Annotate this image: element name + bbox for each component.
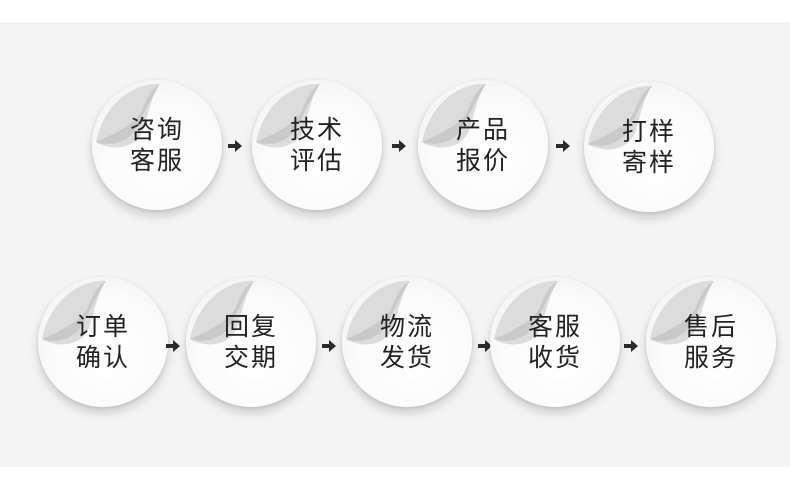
step-line-1: 售后	[683, 312, 738, 341]
step-label: 打样 寄样	[599, 112, 699, 182]
arrow-right-icon	[556, 140, 570, 152]
process-flow-panel: 咨询 客服 技术 评估 产品 报价	[0, 22, 790, 467]
step-line-1: 回复	[223, 312, 278, 341]
step-line-1: 咨询	[129, 115, 184, 144]
step-after-sales: 售后 服务	[646, 277, 776, 407]
step-line-1: 打样	[621, 117, 676, 146]
step-label: 咨询 客服	[107, 110, 207, 180]
arrow-right-icon	[478, 340, 492, 352]
step-line-2: 确认	[75, 343, 130, 372]
step-line-2: 客服	[129, 146, 184, 175]
arrow-right-icon	[166, 340, 180, 352]
peel-curl-icon	[422, 83, 486, 148]
step-receipt-confirm: 客服 收货	[490, 277, 620, 407]
step-line-2: 报价	[455, 146, 510, 175]
arrow-right-icon	[322, 340, 336, 352]
peel-curl-icon	[346, 280, 410, 345]
step-order-confirm: 订单 确认	[38, 277, 168, 407]
step-reply-delivery: 回复 交期	[186, 277, 316, 407]
step-line-1: 客服	[527, 312, 582, 341]
peel-curl-icon	[494, 280, 558, 345]
step-label: 售后 服务	[661, 307, 761, 377]
step-product-quote: 产品 报价	[418, 80, 548, 210]
step-line-2: 寄样	[621, 148, 676, 177]
peel-curl-icon	[190, 280, 254, 345]
peel-curl-icon	[256, 83, 320, 148]
step-line-2: 收货	[527, 343, 582, 372]
step-line-2: 评估	[289, 146, 344, 175]
step-consult-service: 咨询 客服	[92, 80, 222, 210]
step-line-1: 产品	[455, 115, 510, 144]
step-label: 技术 评估	[267, 110, 367, 180]
peel-curl-icon	[650, 280, 714, 345]
step-logistics-shipping: 物流 发货	[342, 277, 472, 407]
arrow-right-icon	[228, 140, 242, 152]
arrow-right-icon	[392, 140, 406, 152]
step-label: 物流 发货	[357, 307, 457, 377]
peel-curl-icon	[96, 83, 160, 148]
peel-curl-icon	[588, 85, 652, 150]
step-label: 产品 报价	[433, 110, 533, 180]
step-line-1: 技术	[289, 115, 344, 144]
step-label: 客服 收货	[505, 307, 605, 377]
step-line-2: 发货	[379, 343, 434, 372]
step-sample-shipping: 打样 寄样	[584, 82, 714, 212]
arrow-right-icon	[624, 340, 638, 352]
step-line-2: 服务	[683, 343, 738, 372]
peel-curl-icon	[42, 280, 106, 345]
step-label: 订单 确认	[53, 307, 153, 377]
step-label: 回复 交期	[201, 307, 301, 377]
step-line-2: 交期	[223, 343, 278, 372]
step-line-1: 物流	[379, 312, 434, 341]
step-tech-evaluation: 技术 评估	[252, 80, 382, 210]
step-line-1: 订单	[75, 312, 130, 341]
